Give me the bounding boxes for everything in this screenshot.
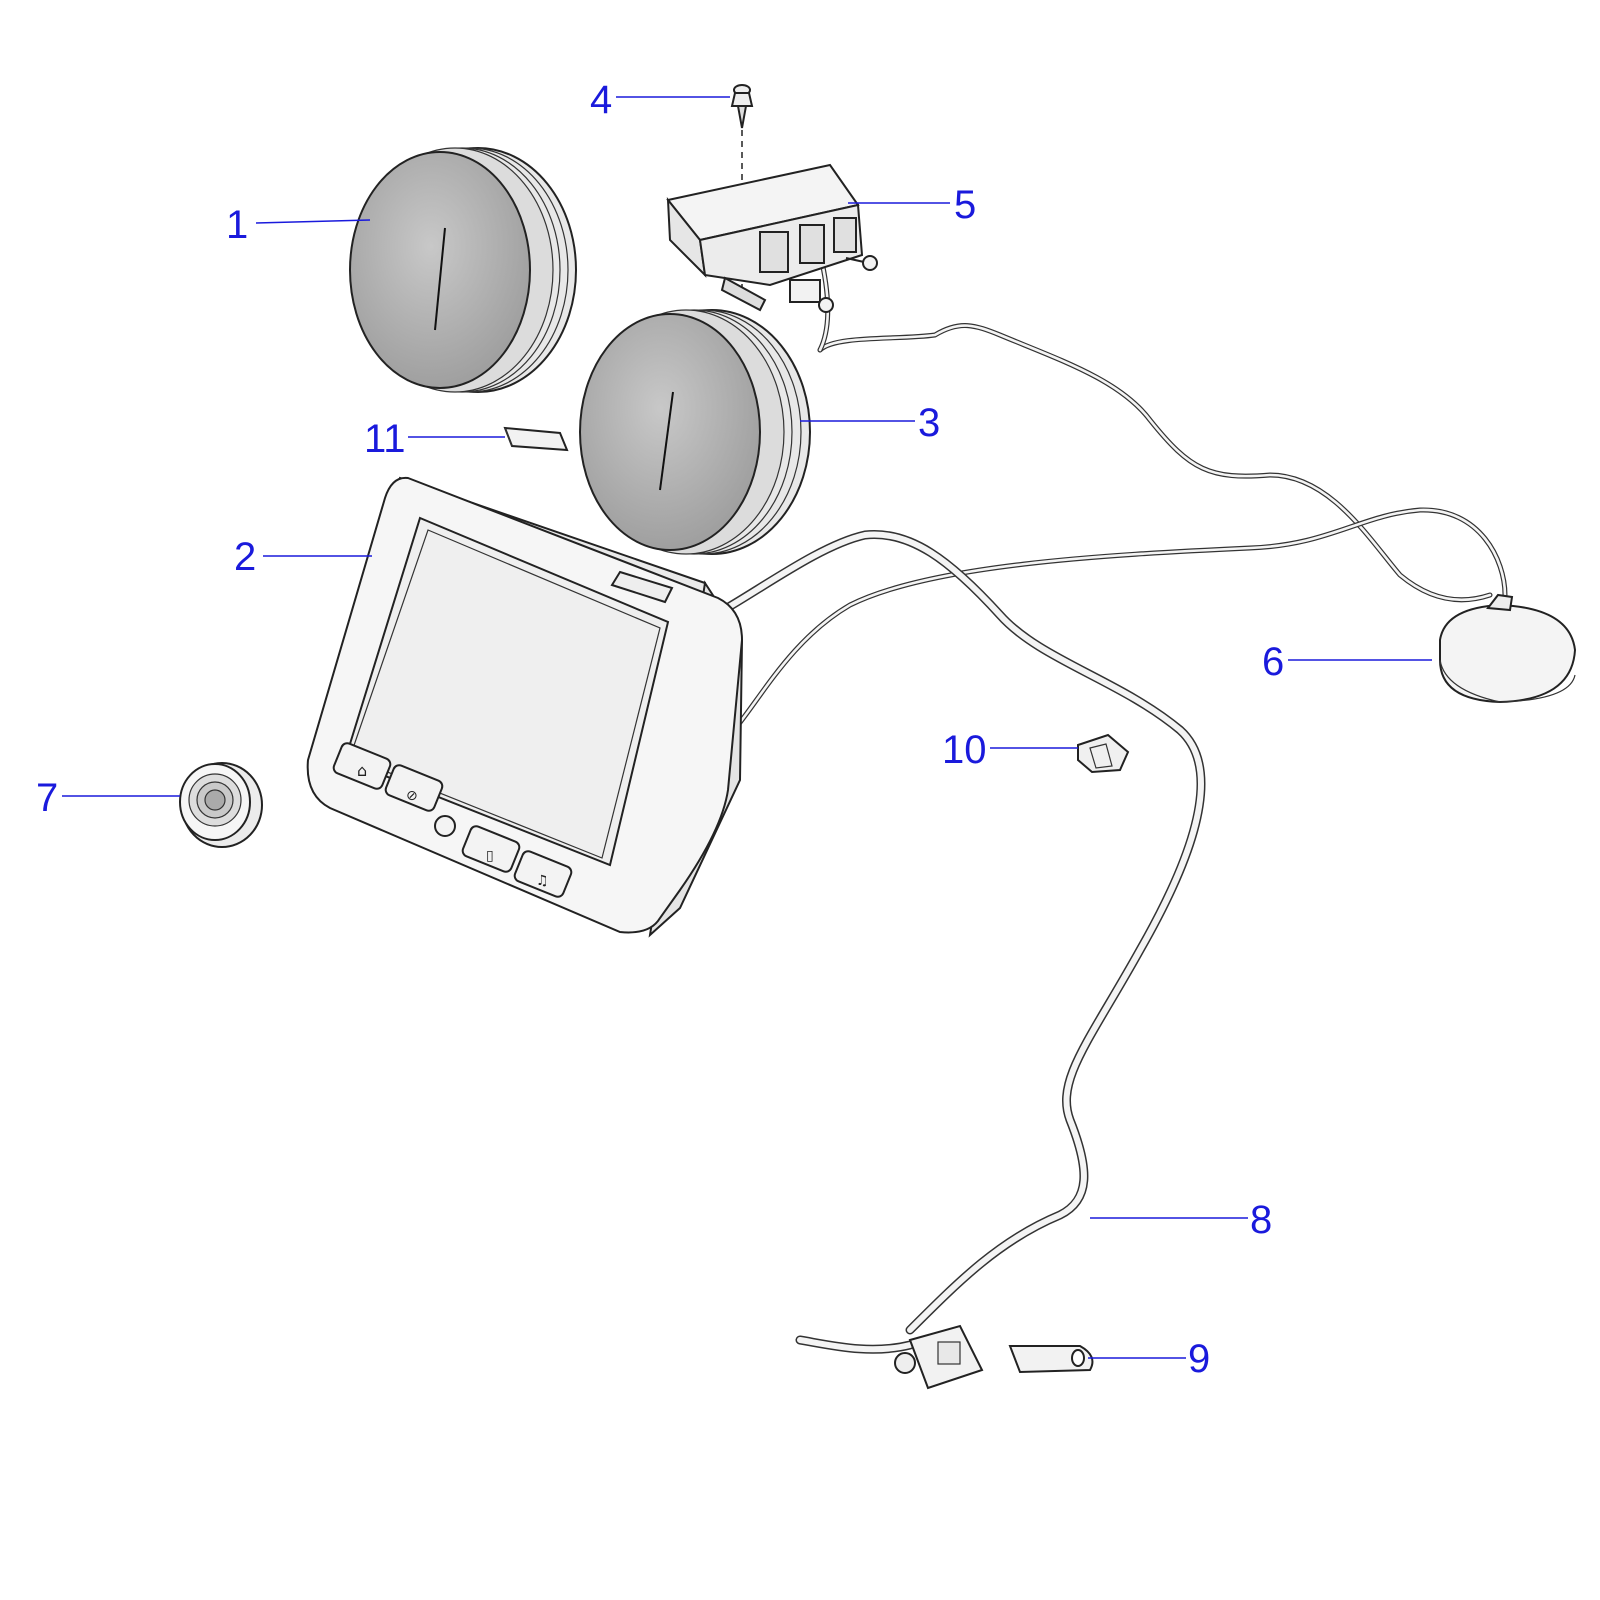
- callout-1: 1: [226, 203, 371, 247]
- part-1-gauge: [349, 147, 577, 393]
- callout-2-label: 2: [234, 535, 256, 579]
- phone-icon: ▯: [486, 848, 494, 864]
- part-11-pad: [503, 426, 569, 452]
- callout-8: 8: [1090, 1198, 1272, 1242]
- part-6-antenna: [1439, 593, 1577, 704]
- part-5-module: [666, 163, 878, 313]
- callout-2: 2: [234, 535, 372, 579]
- settings-icon: ⊘: [406, 788, 418, 804]
- usb-cable: [710, 529, 1206, 1354]
- display-buttons: ⌂ ⊘ ▯ ♫: [332, 742, 573, 898]
- callout-4: 4: [590, 78, 730, 122]
- callout-3: 3: [800, 401, 940, 445]
- callout-7: 7: [36, 776, 180, 820]
- callout-6-label: 6: [1262, 640, 1284, 684]
- callout-11: 11: [364, 417, 505, 461]
- callout-9-label: 9: [1188, 1337, 1210, 1381]
- speaker-wire-harness: [727, 259, 1508, 738]
- part-10-clip: [1077, 733, 1130, 774]
- part-8-usb-connector: [894, 1324, 984, 1390]
- callout-9: 9: [1088, 1337, 1210, 1381]
- callout-8-label: 8: [1250, 1198, 1272, 1242]
- home-icon: ⌂: [357, 761, 367, 780]
- callout-6: 6: [1262, 640, 1432, 684]
- part-3-gauge: [579, 309, 811, 555]
- part-9-tag: [1008, 1345, 1094, 1374]
- callout-5: 5: [848, 183, 976, 227]
- music-icon: ♫: [536, 873, 549, 889]
- callout-10-label: 10: [942, 728, 987, 772]
- callouts: 1 2 3 4 5 6 7 8: [36, 78, 1432, 1381]
- callout-5-label: 5: [954, 183, 976, 227]
- callout-11-label: 11: [364, 417, 406, 461]
- callout-3-label: 3: [918, 401, 940, 445]
- callout-4-label: 4: [590, 78, 612, 122]
- callout-1-label: 1: [226, 203, 248, 247]
- callout-10: 10: [942, 728, 1078, 772]
- part-7-emblem: [179, 762, 263, 848]
- callout-7-label: 7: [36, 776, 58, 820]
- part-2-display: ⌂ ⊘ ▯ ♫: [306, 476, 744, 938]
